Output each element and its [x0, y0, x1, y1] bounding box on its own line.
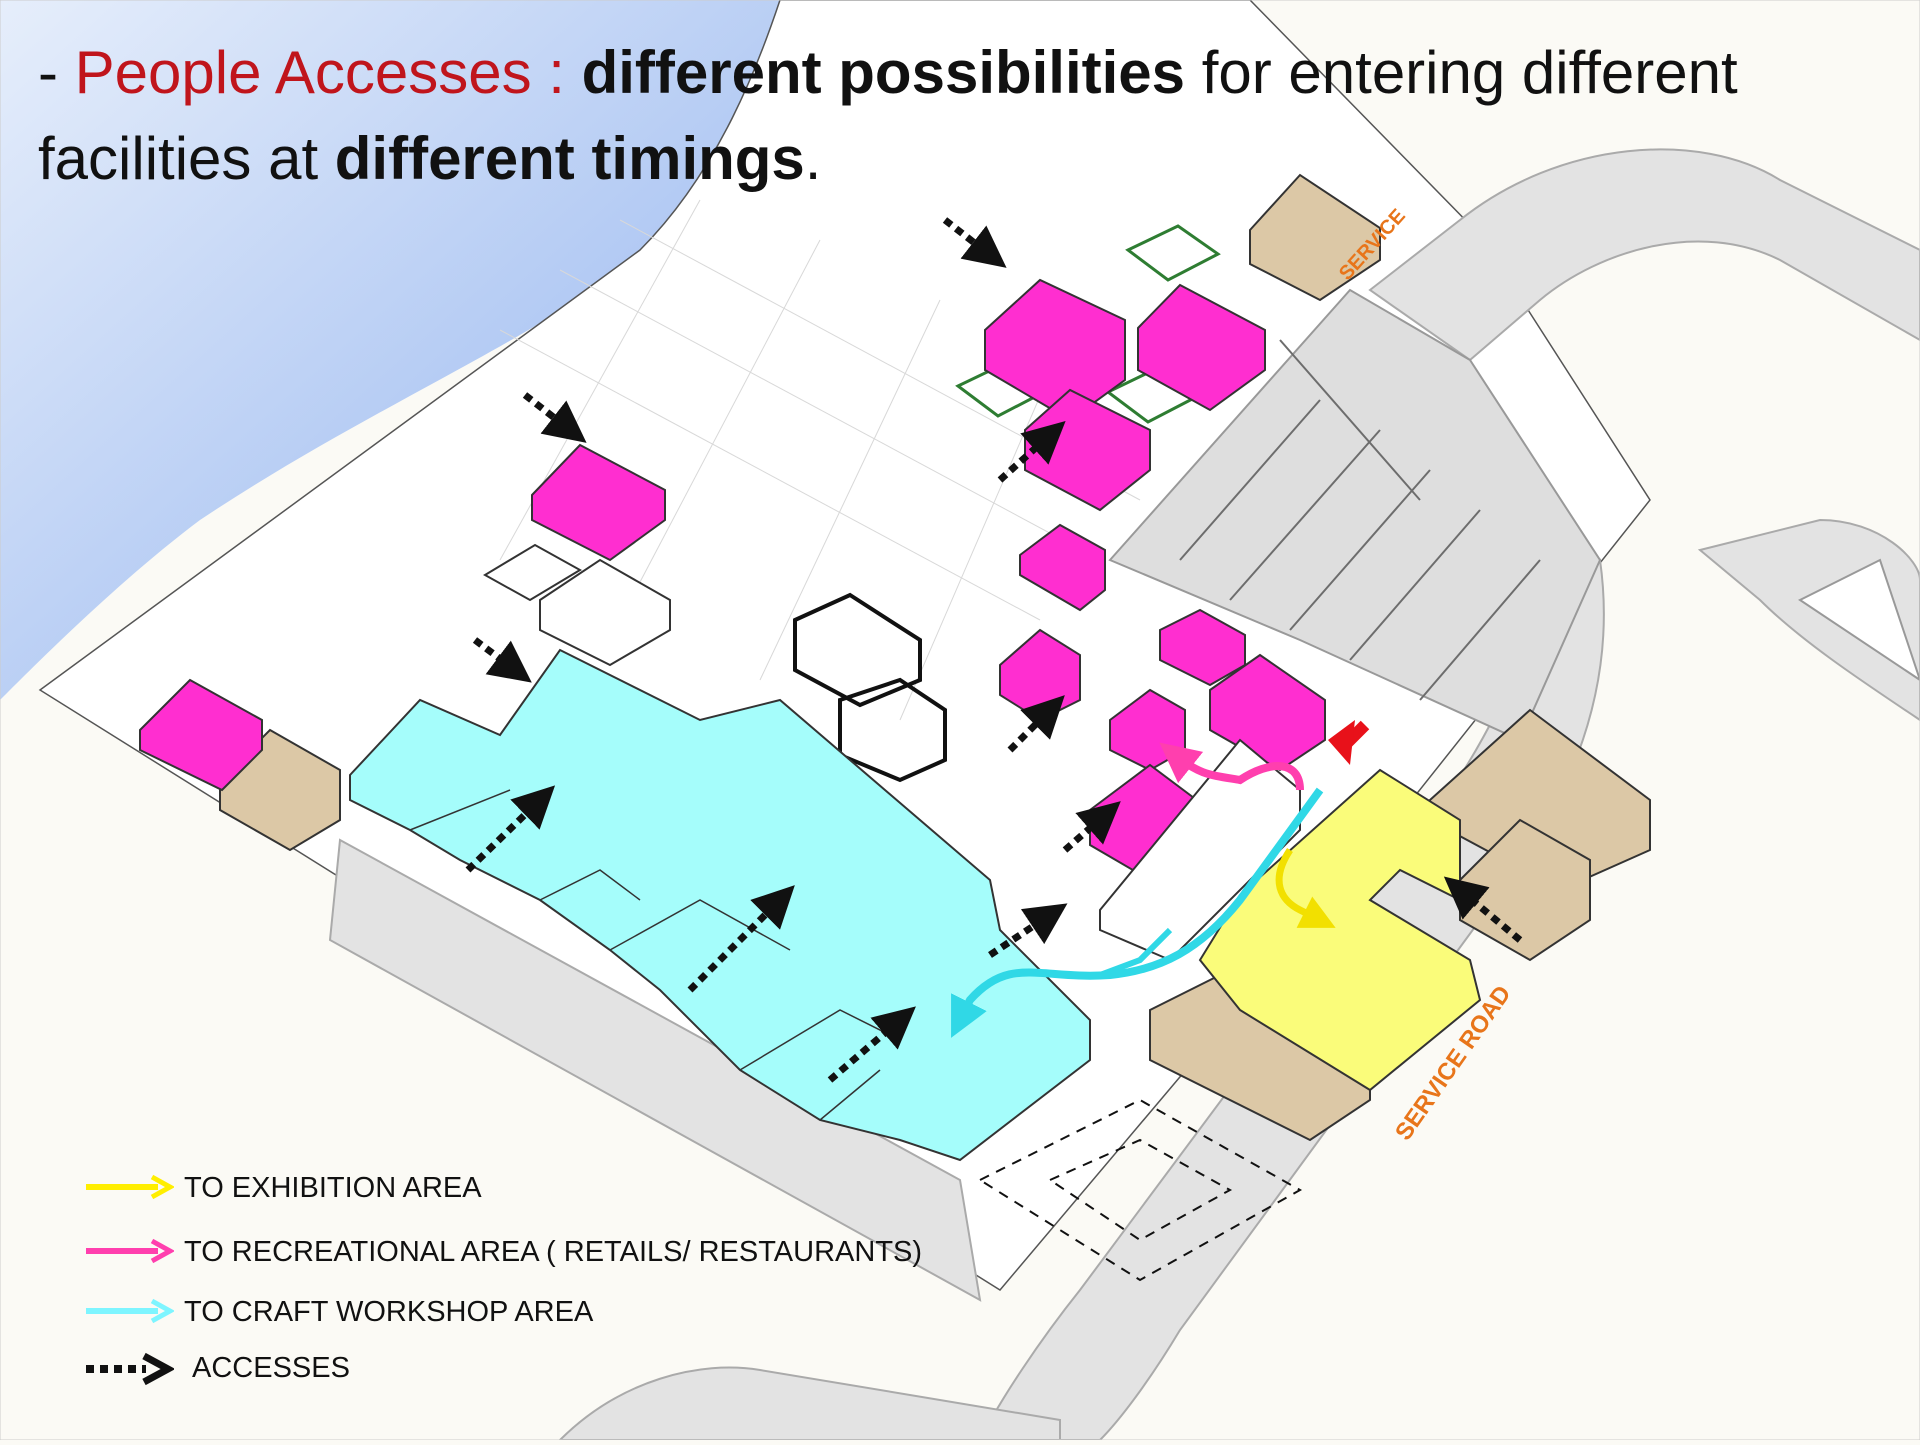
- exhibition-building: [1198, 768, 1482, 1092]
- legend-label: ACCESSES: [192, 1352, 350, 1384]
- water-body: [0, 0, 780, 700]
- legend-item-exhibition: TO EXHIBITION AREA: [84, 1168, 984, 1208]
- parking-lot: [1108, 288, 1602, 742]
- heading-emphasis-1: different possibilities: [581, 39, 1186, 106]
- flow-craft-branch: [1098, 927, 1173, 978]
- roads: [328, 148, 1920, 1441]
- plaza-outlines: [977, 1098, 1303, 1282]
- heading-text-1: for entering different: [1185, 39, 1738, 106]
- yellow-arrow-icon: [86, 1174, 174, 1200]
- pink-arrow-icon: [86, 1238, 174, 1264]
- legend-item-recreational: TO RECREATIONAL AREA ( RETAILS/ RESTAURA…: [84, 1232, 984, 1272]
- flow-craft-main: [951, 787, 1324, 1038]
- white-blocks: [483, 543, 1301, 962]
- service-entry-arrowhead: [1328, 720, 1355, 765]
- legend-item-craft: TO CRAFT WORKSHOP AREA: [84, 1292, 984, 1332]
- legend-label: TO CRAFT WORKSHOP AREA: [184, 1296, 594, 1328]
- dotted-arrow-icon: [86, 1352, 174, 1386]
- heading-text-2: facilities at: [38, 125, 335, 192]
- site-grid: [499, 199, 1141, 721]
- traffic-island: [1798, 558, 1920, 682]
- heading-period: .: [804, 125, 822, 192]
- flow-recreational: [1159, 742, 1304, 791]
- legend-label: TO EXHIBITION AREA: [184, 1172, 482, 1204]
- tan-buildings: [219, 173, 1651, 1142]
- heading: - People Accesses : different possibilit…: [38, 30, 1838, 202]
- access-arrows: [465, 217, 1523, 1083]
- flow-exhibition: [1275, 848, 1336, 928]
- heading-title: People Accesses :: [74, 39, 582, 106]
- parking-stalls: [1179, 339, 1541, 701]
- cyan-arrow-icon: [86, 1298, 174, 1324]
- heading-dash: -: [38, 39, 75, 106]
- legend-item-accesses: ACCESSES: [84, 1348, 984, 1388]
- heading-emphasis-2: different timings: [334, 125, 805, 192]
- legend-label: TO RECREATIONAL AREA ( RETAILS/ RESTAURA…: [184, 1236, 923, 1268]
